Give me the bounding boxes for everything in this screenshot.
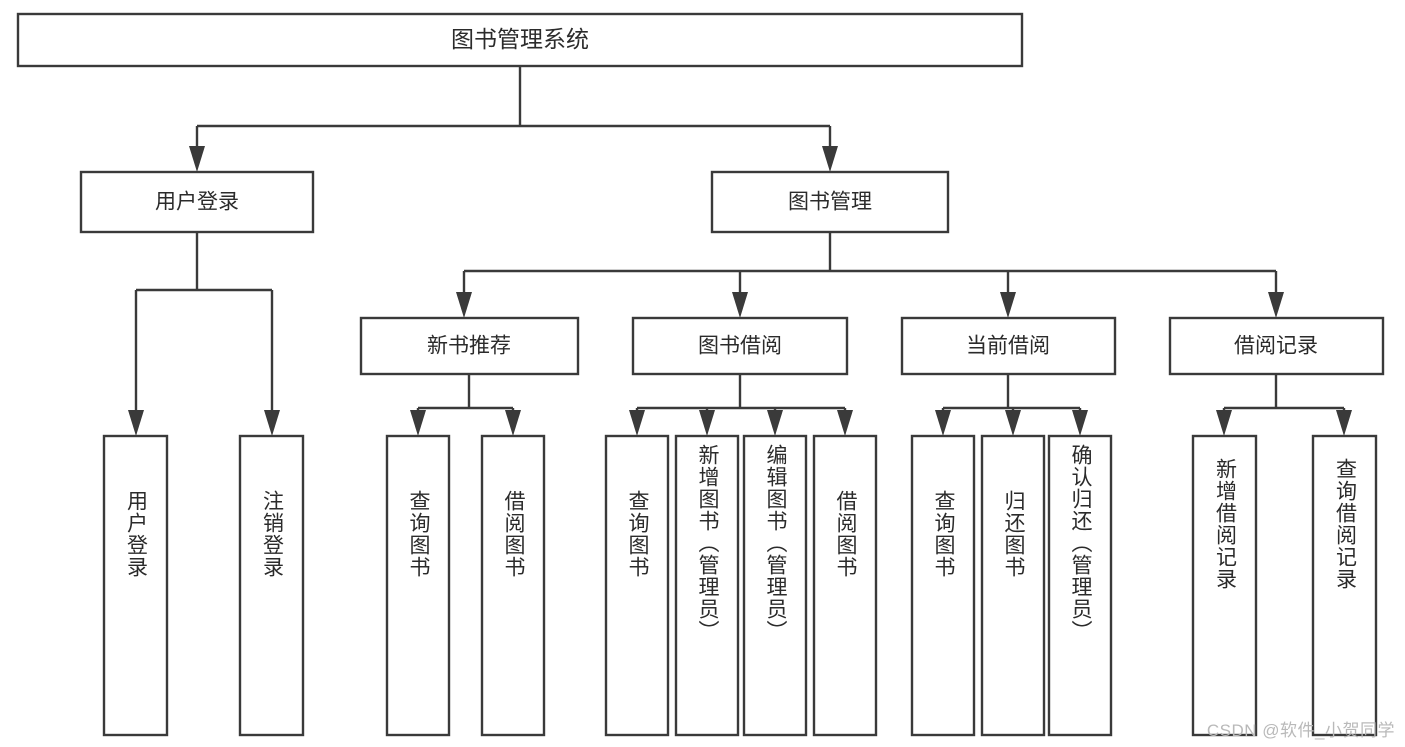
- arrowhead-current-borrow: [1000, 292, 1016, 318]
- node-leaf-book-borrow-4-box[interactable]: [812, 434, 878, 737]
- arrowhead-leaf-logout: [264, 410, 280, 436]
- node-current-borrow-box[interactable]: [900, 316, 1117, 376]
- arrowhead-bb-leaf-1: [629, 410, 645, 436]
- node-borrow-record-box[interactable]: [1168, 316, 1385, 376]
- node-book-borrow-label: 图书借阅: [698, 335, 782, 358]
- node-leaf-book-borrow-3-box[interactable]: [742, 434, 808, 737]
- node-leaf-new-book-1-box[interactable]: [385, 434, 451, 737]
- arrowhead-borrow-record: [1268, 292, 1284, 318]
- arrowhead-bb-leaf-3: [767, 410, 783, 436]
- node-leaf-current-borrow-1-box[interactable]: [910, 434, 976, 737]
- arrowhead-new-book: [456, 292, 472, 318]
- node-root-box[interactable]: [16, 12, 1024, 68]
- watermark: CSDN @软件_小贺同学: [1206, 721, 1395, 740]
- node-new-book-label: 新书推荐: [427, 335, 511, 358]
- arrowhead-user-login: [189, 146, 205, 172]
- node-current-borrow-label: 当前借阅: [966, 335, 1050, 358]
- arrowhead-book-manage: [822, 146, 838, 172]
- node-borrow-record-label: 借阅记录: [1234, 335, 1318, 358]
- node-leaf-book-borrow-2-box[interactable]: [674, 434, 740, 737]
- arrowhead-book-borrow: [732, 292, 748, 318]
- node-user-login-box[interactable]: [79, 170, 315, 234]
- node-leaf-user-login-2-box[interactable]: [238, 434, 305, 737]
- node-layer: 图书管理系统 用户登录 图书管理 新书推荐 图书借阅 当前借阅 借阅记录: [16, 12, 1385, 737]
- node-leaf-current-borrow-3-box[interactable]: [1047, 434, 1113, 737]
- node-book-borrow-box[interactable]: [631, 316, 849, 376]
- node-user-login-label: 用户登录: [155, 191, 239, 214]
- arrowhead-nb-leaf-1: [410, 410, 426, 436]
- arrowhead-br-leaf-2: [1336, 410, 1352, 436]
- arrowhead-br-leaf-1: [1216, 410, 1232, 436]
- node-leaf-borrow-record-1-box[interactable]: [1191, 434, 1258, 737]
- arrowhead-cb-leaf-2: [1005, 410, 1021, 436]
- arrowhead-cb-leaf-1: [935, 410, 951, 436]
- node-book-manage-label: 图书管理: [788, 191, 872, 214]
- node-new-book-box[interactable]: [359, 316, 580, 376]
- node-root-label: 图书管理系统: [451, 26, 589, 52]
- arrowhead-leaf-user-login: [128, 410, 144, 436]
- arrowhead-cb-leaf-3: [1072, 410, 1088, 436]
- node-leaf-book-borrow-1-box[interactable]: [604, 434, 670, 737]
- node-leaf-borrow-record-2-box[interactable]: [1311, 434, 1378, 737]
- arrowhead-nb-leaf-2: [505, 410, 521, 436]
- arrowhead-bb-leaf-2: [699, 410, 715, 436]
- node-leaf-new-book-2-box[interactable]: [480, 434, 546, 737]
- connector-layer: [128, 66, 1352, 436]
- node-book-manage-box[interactable]: [710, 170, 950, 234]
- node-leaf-user-login-1-box[interactable]: [102, 434, 169, 737]
- node-leaf-current-borrow-2-box[interactable]: [980, 434, 1046, 737]
- arrowhead-bb-leaf-4: [837, 410, 853, 436]
